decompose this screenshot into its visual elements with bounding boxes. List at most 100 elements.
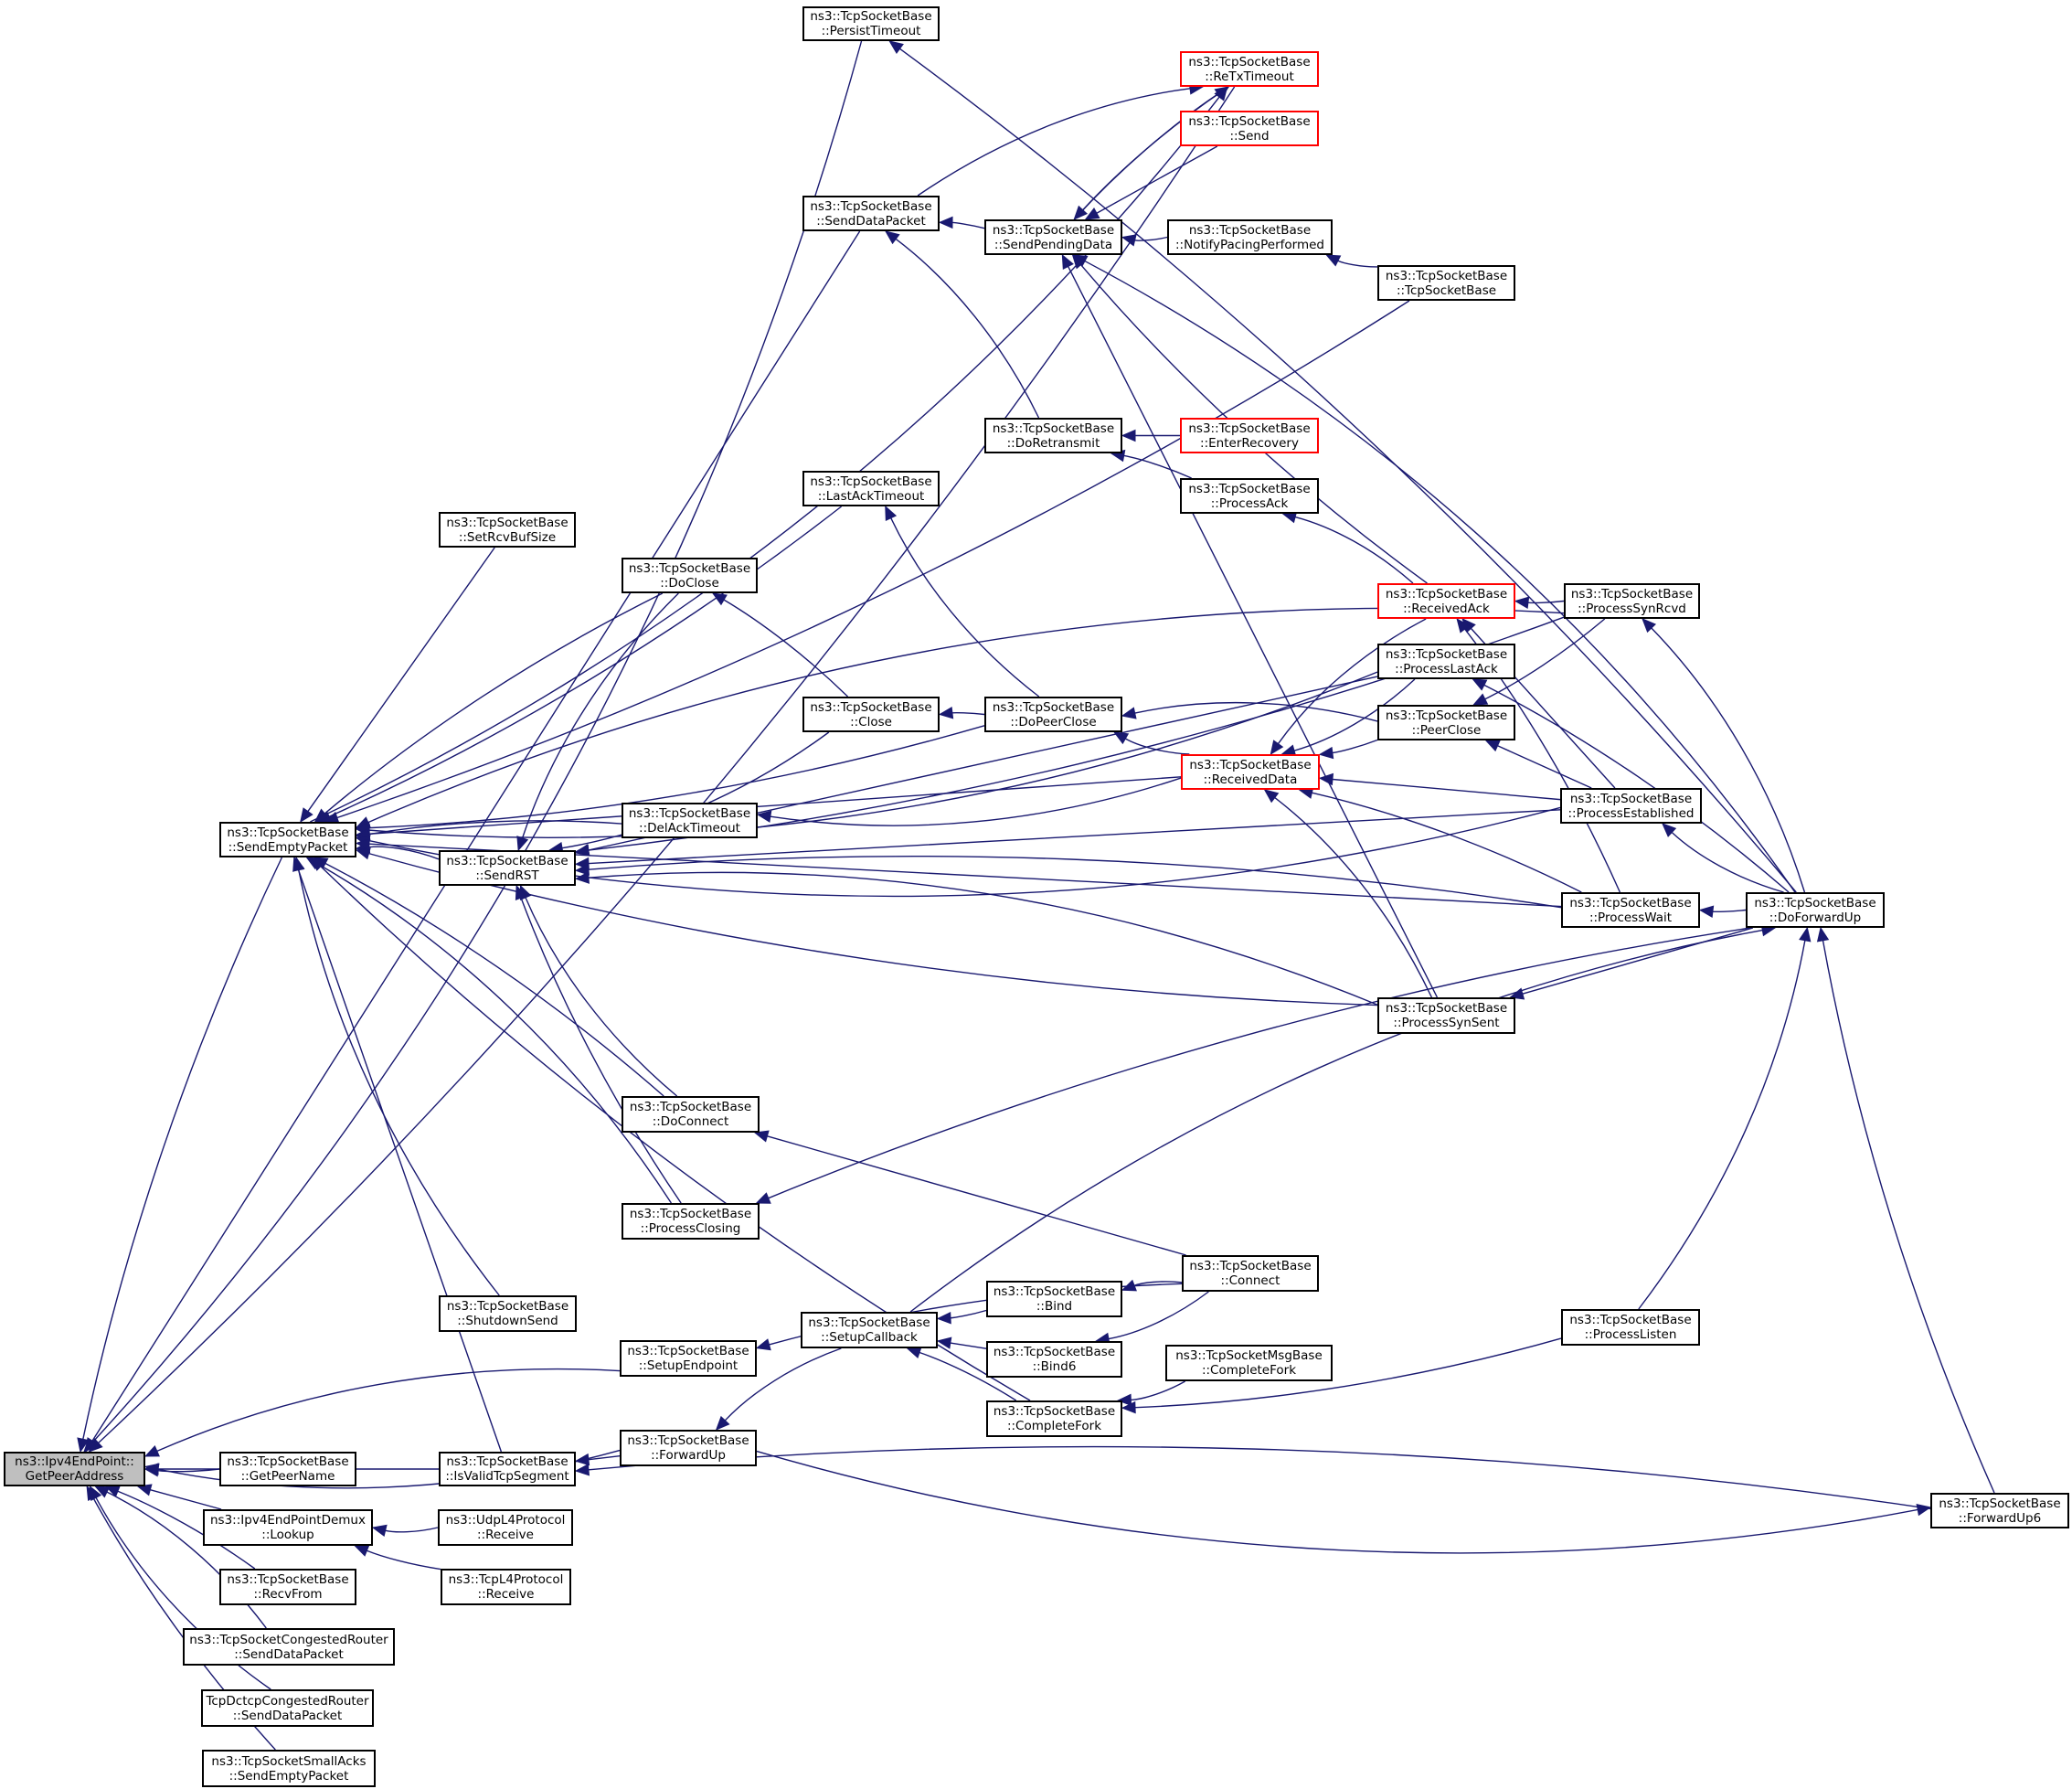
arrowhead-icon — [938, 216, 953, 229]
node-label-line1: ns3::TcpSocketBase — [1385, 1001, 1508, 1016]
node-setrcvbufsize[interactable]: ns3::TcpSocketBase::SetRcvBufSize — [439, 512, 576, 548]
node-label-line2: ::ProcessAck — [1210, 495, 1289, 511]
node-processestablished[interactable]: ns3::TcpSocketBase::ProcessEstablished — [1560, 788, 1702, 824]
node-processclosing[interactable]: ns3::TcpSocketBase::ProcessClosing — [622, 1203, 760, 1240]
node-label-line2: ::Receive — [477, 1587, 535, 1602]
edge-Lookup-to-GetPeerAddress — [150, 1489, 222, 1510]
edge-DoClose-to-SendEmptyPacket — [324, 592, 664, 815]
node-getpeername[interactable]: ns3::TcpSocketBase::GetPeerName — [219, 1452, 356, 1486]
edge-Connect-to-Bind6 — [1108, 1291, 1209, 1340]
node-label-line2: ::ProcessEstablished — [1567, 805, 1695, 821]
node-label-line2: ::PersistTimeout — [821, 24, 921, 38]
node-processsynrcvd[interactable]: ns3::TcpSocketBase::ProcessSynRcvd — [1564, 583, 1700, 619]
node-label-line2: ::DoForwardUp — [1769, 910, 1862, 925]
node-label-line1: ns3::TcpSocketBase — [227, 825, 349, 840]
node-tcpl4-receive[interactable]: ns3::TcpL4Protocol::Receive — [441, 1569, 571, 1605]
node-doconnect[interactable]: ns3::TcpSocketBase::DoConnect — [622, 1096, 760, 1133]
node-label-line2: ::SendDataPacket — [816, 213, 926, 229]
node-bind6[interactable]: ns3::TcpSocketBase::Bind6 — [986, 1341, 1122, 1378]
edge-PeerClose-to-DoPeerClose — [1134, 701, 1378, 722]
node-processwait[interactable]: ns3::TcpSocketBase::ProcessWait — [1561, 892, 1700, 928]
node-doretransmit[interactable]: ns3::TcpSocketBase::DoRetransmit — [984, 418, 1122, 453]
edge-ForwardUp6-to-DoForwardUp — [1822, 940, 1995, 1494]
node-label-line2: ::GetPeerName — [240, 1469, 335, 1484]
node-forwardup[interactable]: ns3::TcpSocketBase::ForwardUp — [620, 1430, 757, 1466]
node-isvalidtcpsegment[interactable]: ns3::TcpSocketBase::IsValidTcpSegment — [439, 1452, 576, 1486]
node-persisttimeout[interactable]: ns3::TcpSocketBase::PersistTimeout — [802, 6, 940, 41]
node-peerclose[interactable]: ns3::TcpSocketBase::PeerClose — [1377, 705, 1515, 740]
edge-ProcessSynRcvd-to-ReceivedAck — [1527, 600, 1565, 604]
edge-DoPeerClose-to-Close — [951, 711, 985, 716]
node-receivedack[interactable]: ns3::TcpSocketBase::ReceivedAck — [1377, 583, 1515, 619]
node-tcpsocketbase-ctor[interactable]: ns3::TcpSocketBase::TcpSocketBase — [1377, 265, 1515, 301]
node-congestedrouter-senddatapacket[interactable]: ns3::TcpSocketCongestedRouter::SendDataP… — [183, 1628, 395, 1666]
node-label-line1: ns3::TcpSocketBase — [446, 853, 568, 868]
node-label-line2: ::RecvFrom — [253, 1587, 323, 1602]
edge-DoForwardUp-to-ProcessSynSent — [1522, 927, 1754, 995]
node-processlastack[interactable]: ns3::TcpSocketBase::ProcessLastAck — [1377, 644, 1515, 679]
node-processlisten[interactable]: ns3::TcpSocketBase::ProcessListen — [1561, 1309, 1700, 1346]
node-bind[interactable]: ns3::TcpSocketBase::Bind — [986, 1281, 1122, 1317]
node-connect[interactable]: ns3::TcpSocketBase::Connect — [1182, 1255, 1319, 1292]
node-label-line2: ::SetupCallback — [821, 1330, 918, 1345]
node-sendrst[interactable]: ns3::TcpSocketBase::SendRST — [439, 850, 576, 886]
node-udpl4-receive[interactable]: ns3::UdpL4Protocol::Receive — [438, 1509, 573, 1546]
edge-IsValidTcpSegment-to-SendEmptyPacket — [297, 868, 503, 1453]
node-smallacks-sendemptypacket[interactable]: ns3::TcpSocketSmallAcks::SendEmptyPacket — [202, 1750, 376, 1787]
node-close[interactable]: ns3::TcpSocketBase::Close — [802, 697, 940, 732]
node-msgbase-completefork[interactable]: ns3::TcpSocketMsgBase::CompleteFork — [1165, 1345, 1333, 1381]
node-label-line2: ::CompleteFork — [1006, 1419, 1102, 1433]
edge-ProcessSynSent-to-SendPendingData — [1068, 266, 1439, 998]
node-retxtimeout[interactable]: ns3::TcpSocketBase::ReTxTimeout — [1180, 51, 1319, 87]
arrowhead-icon — [1121, 234, 1137, 247]
node-notifypacingperformed[interactable]: ns3::TcpSocketBase::NotifyPacingPerforme… — [1167, 219, 1333, 255]
arrowhead-icon — [574, 863, 590, 876]
arrowhead-icon — [355, 847, 371, 860]
edge-SendPendingData-to-SendDataPacket — [951, 221, 985, 229]
node-processsynsent[interactable]: ns3::TcpSocketBase::ProcessSynSent — [1377, 997, 1515, 1034]
node-label-line2: ::DoConnect — [652, 1114, 729, 1129]
node-shutdownsend[interactable]: ns3::TcpSocketBase::ShutdownSend — [439, 1295, 577, 1332]
node-label-line1: ns3::TcpSocketBase — [992, 222, 1115, 238]
node-lookup[interactable]: ns3::Ipv4EndPointDemux::Lookup — [203, 1509, 373, 1546]
edge-DoForwardUp-to-PersistTimeout — [899, 48, 1797, 893]
node-processack[interactable]: ns3::TcpSocketBase::ProcessAck — [1180, 478, 1319, 514]
node-setupcallback[interactable]: ns3::TcpSocketBase::SetupCallback — [801, 1312, 938, 1348]
node-doclose[interactable]: ns3::TcpSocketBase::DoClose — [622, 558, 758, 593]
node-dopeerclose[interactable]: ns3::TcpSocketBase::DoPeerClose — [984, 697, 1122, 732]
node-receiveddata[interactable]: ns3::TcpSocketBase::ReceivedData — [1181, 754, 1320, 790]
node-dctcpcongestedrouter-senddatapacket[interactable]: TcpDctcpCongestedRouter::SendDataPacket — [201, 1689, 374, 1727]
node-label-line1: ns3::TcpSocketBase — [992, 699, 1115, 715]
node-recvfrom[interactable]: ns3::TcpSocketBase::RecvFrom — [219, 1569, 356, 1605]
node-label-line2: ::ProcessListen — [1584, 1327, 1677, 1342]
node-completefork[interactable]: ns3::TcpSocketBase::CompleteFork — [986, 1400, 1122, 1437]
node-label-line2: ::ProcessClosing — [640, 1221, 741, 1236]
edge-ProcessListen-to-CompleteFork — [1134, 1337, 1562, 1409]
edge-DoClose-to-SendRST — [521, 592, 679, 838]
edge-DelAckTimeout-to-SendEmptyPacket — [368, 820, 622, 836]
node-label-line2: ::SendEmptyPacket — [228, 839, 348, 855]
node-sendemptypacket[interactable]: ns3::TcpSocketBase::SendEmptyPacket — [219, 822, 356, 857]
edge-DoForwardUp-to-ProcessWait — [1712, 909, 1747, 913]
edge-SendEmptyPacket-to-GetPeerAddress — [82, 857, 283, 1440]
node-lastacktimeout[interactable]: ns3::TcpSocketBase::LastAckTimeout — [802, 471, 940, 506]
node-getpeeraddress[interactable]: ns3::Ipv4EndPoint::GetPeerAddress — [4, 1452, 145, 1486]
node-label-line1: ns3::TcpSocketBase — [810, 474, 932, 489]
edge-TcpReceive-to-Lookup — [367, 1549, 441, 1571]
node-doforwardup[interactable]: ns3::TcpSocketBase::DoForwardUp — [1746, 892, 1885, 928]
node-label-line1: ns3::TcpSocketCongestedRouter — [189, 1632, 388, 1647]
edge-ProcessAck-to-DoRetransmit — [1123, 454, 1192, 479]
node-senddatapacket[interactable]: ns3::TcpSocketBase::SendDataPacket — [802, 196, 940, 231]
node-label-line2: ::DoRetransmit — [1006, 435, 1100, 451]
node-setupendpoint[interactable]: ns3::TcpSocketBase::SetupEndpoint — [620, 1340, 757, 1377]
node-forwardup6[interactable]: ns3::TcpSocketBase::ForwardUp6 — [1930, 1493, 2069, 1528]
edge-Close-to-DoClose — [723, 599, 849, 697]
arrowhead-icon — [1061, 253, 1074, 270]
node-enterrecovery[interactable]: ns3::TcpSocketBase::EnterRecovery — [1180, 418, 1319, 453]
arrowhead-icon — [574, 844, 590, 857]
edge-ProcessClosing-to-SendEmptyPacket — [317, 863, 672, 1204]
node-sendpendingdata[interactable]: ns3::TcpSocketBase::SendPendingData — [984, 219, 1122, 255]
arrowhead-icon — [77, 1437, 90, 1454]
node-delacktimeout[interactable]: ns3::TcpSocketBase::DelAckTimeout — [622, 803, 758, 838]
node-send[interactable]: ns3::TcpSocketBase::Send — [1180, 111, 1319, 146]
